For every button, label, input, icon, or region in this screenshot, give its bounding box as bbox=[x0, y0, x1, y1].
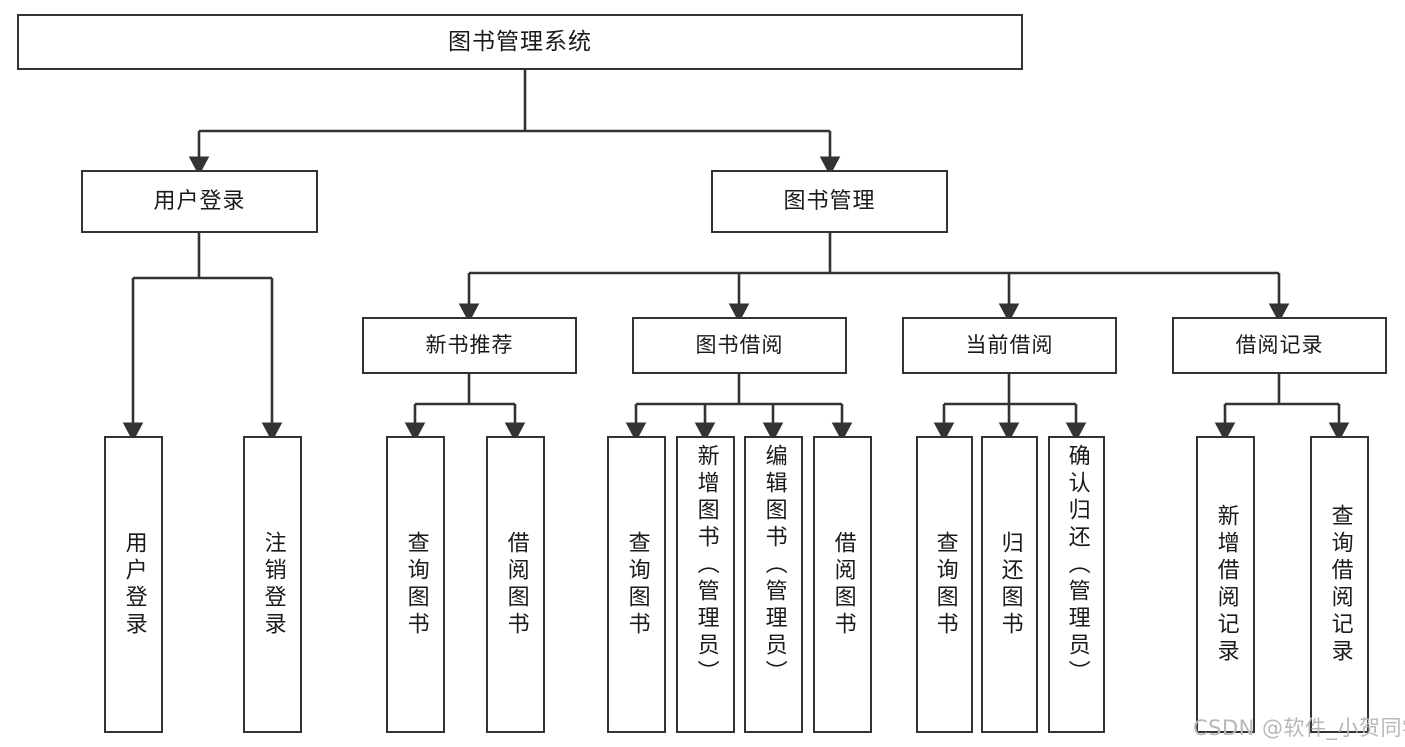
leaf-node[interactable]: 查询借阅记录 bbox=[1310, 436, 1369, 733]
node-book-borrow-label: 图书借阅 bbox=[695, 333, 784, 358]
node-user-login-label: 用户登录 bbox=[153, 188, 246, 214]
leaf-node[interactable]: 借阅图书 bbox=[813, 436, 872, 733]
leaf-node-label: 确认归还（管理员） bbox=[1064, 444, 1090, 687]
leaf-node[interactable]: 新增图书（管理员） bbox=[676, 436, 735, 733]
leaf-node-label: 用户登录 bbox=[121, 530, 147, 639]
leaf-node-label: 查询图书 bbox=[932, 530, 958, 639]
node-new-book-recommend[interactable]: 新书推荐 bbox=[362, 317, 577, 374]
csdn-watermark: CSDN @软件_小贺同学 bbox=[1193, 716, 1405, 740]
node-book-management[interactable]: 图书管理 bbox=[711, 170, 948, 233]
node-root[interactable]: 图书管理系统 bbox=[17, 14, 1023, 70]
leaf-node-label: 新增借阅记录 bbox=[1213, 503, 1239, 666]
leaf-node-label: 新增图书（管理员） bbox=[693, 444, 719, 687]
node-new-book-recommend-label: 新书推荐 bbox=[425, 333, 514, 358]
leaf-node[interactable]: 查询图书 bbox=[916, 436, 973, 733]
leaf-node[interactable]: 归还图书 bbox=[981, 436, 1038, 733]
leaf-node-label: 查询图书 bbox=[403, 530, 429, 639]
leaf-node-label: 借阅图书 bbox=[503, 530, 529, 639]
leaf-node[interactable]: 借阅图书 bbox=[486, 436, 545, 733]
leaf-node-label: 借阅图书 bbox=[830, 530, 856, 639]
node-root-label: 图书管理系统 bbox=[448, 28, 592, 55]
node-current-borrow[interactable]: 当前借阅 bbox=[902, 317, 1117, 374]
leaf-node[interactable]: 确认归还（管理员） bbox=[1048, 436, 1105, 733]
leaf-node-label: 编辑图书（管理员） bbox=[761, 444, 787, 687]
leaf-node[interactable]: 查询图书 bbox=[607, 436, 666, 733]
node-book-management-label: 图书管理 bbox=[783, 188, 876, 214]
leaf-node[interactable]: 用户登录 bbox=[104, 436, 163, 733]
leaf-node[interactable]: 新增借阅记录 bbox=[1196, 436, 1255, 733]
leaf-node-label: 查询借阅记录 bbox=[1327, 503, 1353, 666]
leaf-node-label: 查询图书 bbox=[624, 530, 650, 639]
leaf-node-label: 归还图书 bbox=[997, 530, 1023, 639]
leaf-node-label: 注销登录 bbox=[260, 530, 286, 639]
node-current-borrow-label: 当前借阅 bbox=[965, 333, 1054, 358]
node-borrow-record[interactable]: 借阅记录 bbox=[1172, 317, 1387, 374]
node-user-login[interactable]: 用户登录 bbox=[81, 170, 318, 233]
leaf-node[interactable]: 查询图书 bbox=[386, 436, 445, 733]
node-book-borrow[interactable]: 图书借阅 bbox=[632, 317, 847, 374]
leaf-node[interactable]: 编辑图书（管理员） bbox=[744, 436, 803, 733]
node-borrow-record-label: 借阅记录 bbox=[1235, 333, 1324, 358]
leaf-node[interactable]: 注销登录 bbox=[243, 436, 302, 733]
